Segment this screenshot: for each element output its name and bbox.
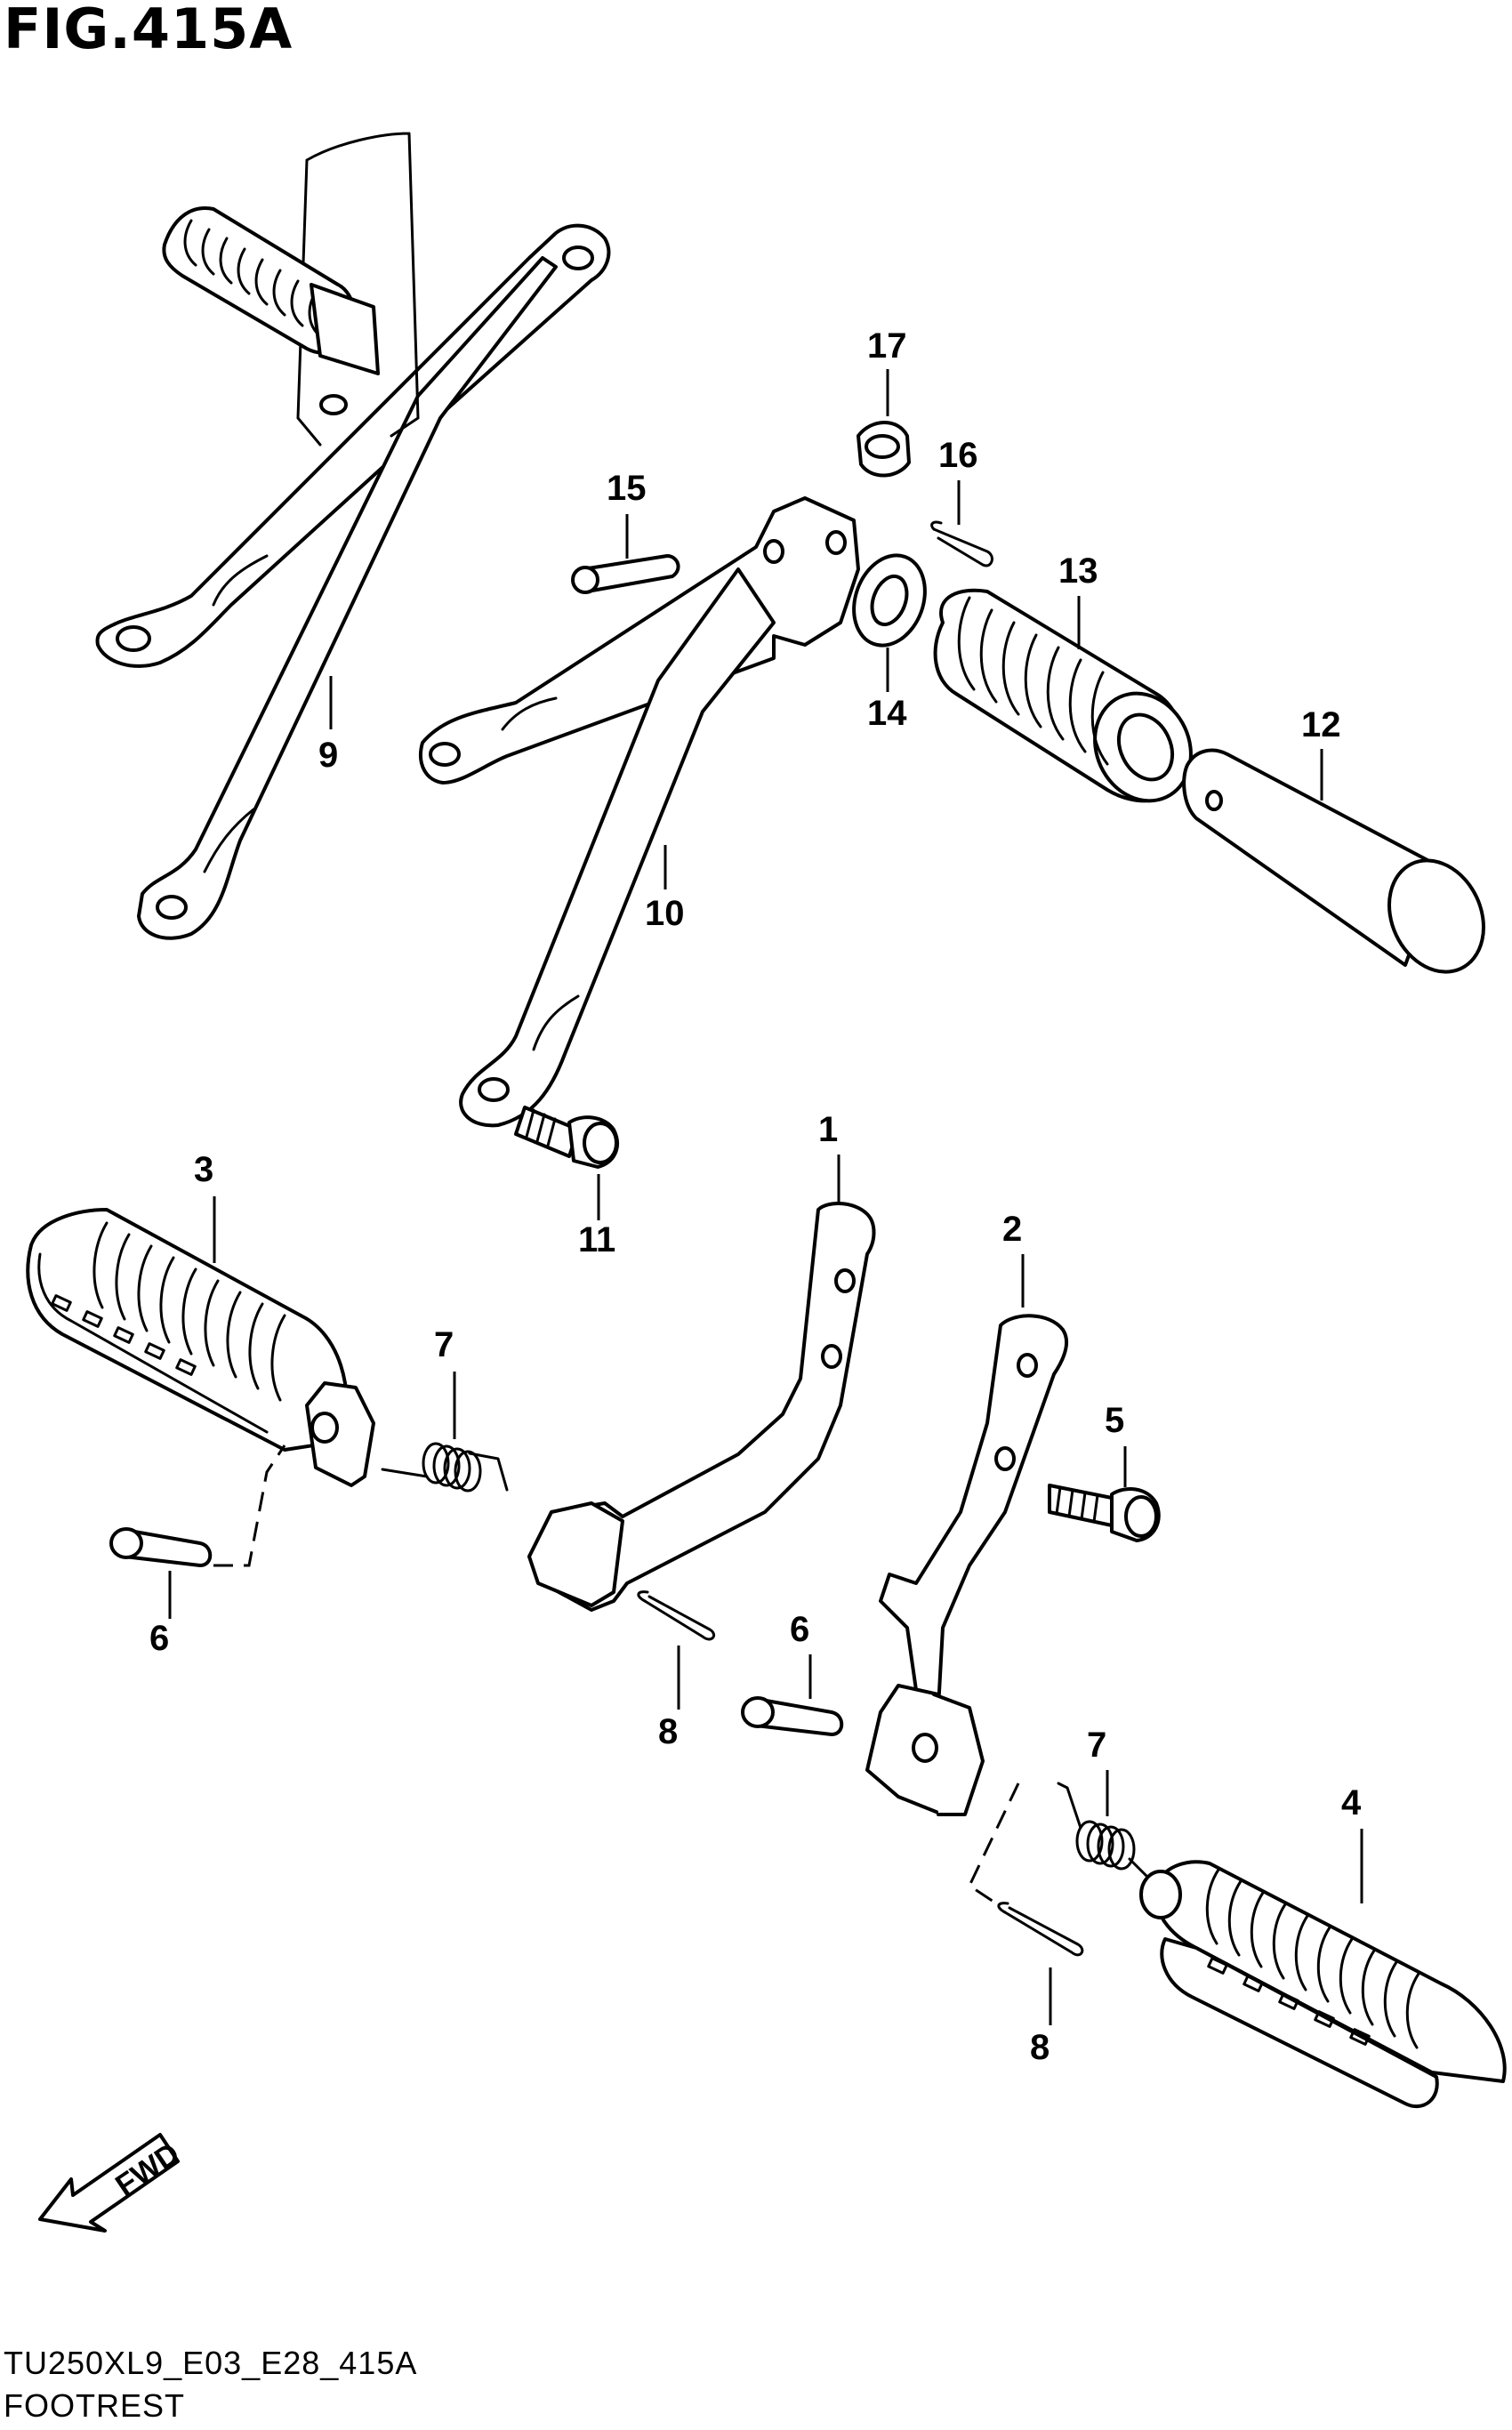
callout-6b: 6 — [790, 1610, 809, 1649]
part-9-bracket[interactable] — [95, 132, 611, 940]
part-15-pin[interactable] — [571, 554, 680, 594]
callout-2: 2 — [1002, 1210, 1022, 1249]
callout-8a: 8 — [658, 1712, 678, 1751]
callout-16: 16 — [938, 436, 978, 475]
part-12-shaft[interactable] — [1182, 748, 1501, 988]
callout-1: 1 — [818, 1110, 838, 1149]
callout-5: 5 — [1105, 1401, 1124, 1440]
callout-4: 4 — [1341, 1783, 1362, 1822]
part-8-cotter-pin[interactable] — [637, 1590, 715, 1641]
part-10-bracket[interactable] — [419, 496, 860, 1128]
part-7-spring-2[interactable] — [1057, 1782, 1149, 1879]
callout-14: 14 — [867, 694, 907, 733]
callout-17: 17 — [867, 326, 907, 366]
callout-15: 15 — [607, 469, 647, 508]
part-5-bolt[interactable] — [1048, 1484, 1161, 1542]
callout-8b: 8 — [1030, 2028, 1050, 2067]
part-2-bracket[interactable] — [865, 1314, 1069, 1816]
part-16-cotter-pin[interactable] — [930, 520, 993, 567]
part-11-bolt[interactable] — [514, 1106, 619, 1169]
part-1-bracket[interactable] — [527, 1202, 876, 1612]
callout-9: 9 — [318, 736, 338, 775]
part-6-pin[interactable] — [109, 1527, 213, 1567]
diagram-name: FOOTREST — [4, 2387, 185, 2424]
part-6-pin-2[interactable] — [741, 1696, 844, 1736]
part-17-nut[interactable] — [857, 421, 911, 478]
diagram-code: TU250XL9_E03_E28_415A — [4, 2345, 418, 2381]
callout-6a: 6 — [149, 1619, 169, 1658]
part-14-washer[interactable] — [842, 545, 937, 656]
callout-11: 11 — [578, 1220, 615, 1259]
part-8-cotter-pin-2[interactable] — [997, 1902, 1084, 1957]
part-7-spring[interactable] — [381, 1442, 509, 1493]
part-13-rubber-grip[interactable] — [933, 588, 1209, 817]
callout-7a: 7 — [434, 1325, 454, 1364]
callout-7b: 7 — [1087, 1726, 1106, 1765]
callout-3: 3 — [194, 1150, 213, 1189]
callout-12: 12 — [1301, 705, 1341, 744]
fwd-arrow-icon: FWD — [38, 2133, 186, 2233]
callout-10: 10 — [645, 894, 685, 933]
callout-13: 13 — [1058, 551, 1098, 591]
part-4-footpeg[interactable] — [1139, 1860, 1507, 2109]
figure-title: FIG.415A — [4, 0, 294, 61]
part-3-footpeg[interactable] — [26, 1208, 375, 1487]
